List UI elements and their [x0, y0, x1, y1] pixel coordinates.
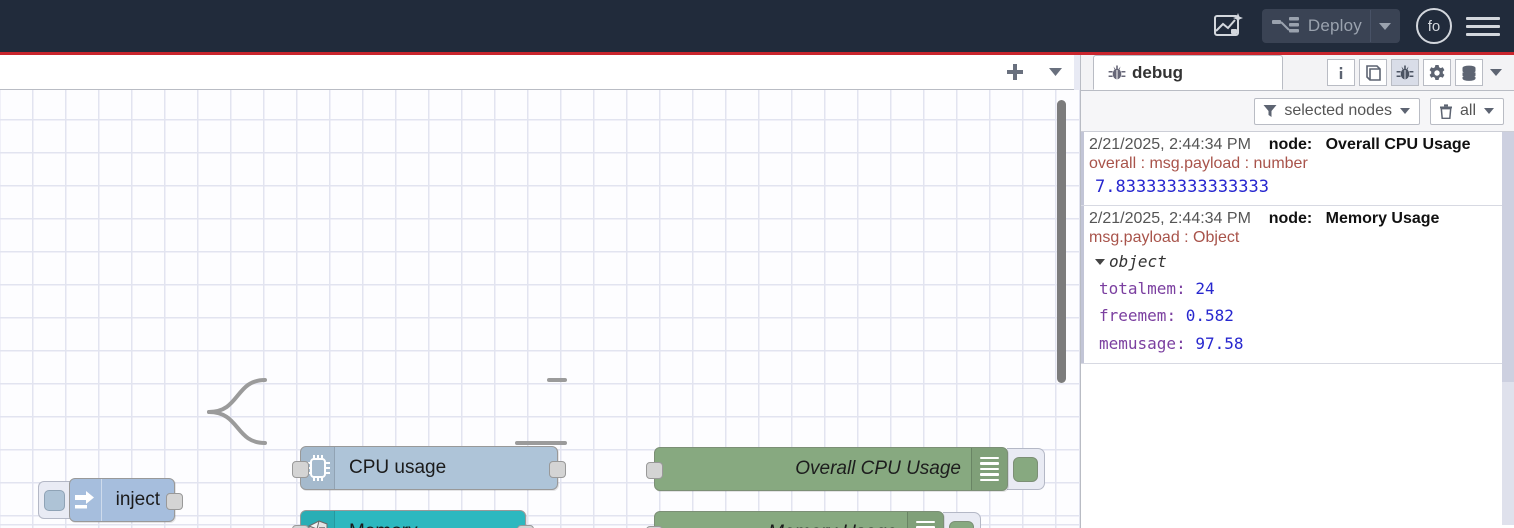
node-debug-overall-cpu-body[interactable]: Overall CPU Usage	[646, 447, 1008, 491]
hamburger-menu-icon[interactable]	[1466, 11, 1500, 41]
debug-message-node-name[interactable]: Overall CPU Usage	[1325, 136, 1471, 153]
node-memory-output-port[interactable]	[517, 525, 534, 528]
node-debug-overall-cpu-toggle-button[interactable]	[1007, 448, 1045, 490]
filter-chevron-down-icon	[1399, 108, 1410, 114]
node-memory-body[interactable]: Memory	[292, 510, 534, 528]
debug-message-timestamp: 2/21/2025, 2:44:34 PM	[1089, 210, 1251, 228]
inject-trigger-button[interactable]	[38, 481, 70, 519]
caret-down-icon[interactable]	[1095, 259, 1105, 266]
node-memory-label: Memory	[335, 521, 525, 528]
object-entry-key: memusage	[1099, 333, 1177, 353]
config-gear-icon[interactable]	[1423, 59, 1451, 86]
sidebar-tools-chevron-down-icon[interactable]	[1484, 59, 1508, 86]
node-debug-memory-label: Memory Usage	[655, 522, 907, 528]
node-memory[interactable]: Memory	[292, 510, 534, 528]
node-memory-input-port[interactable]	[292, 525, 309, 528]
node-inject-output-port[interactable]	[166, 493, 183, 510]
info-icon[interactable]	[1327, 59, 1355, 86]
object-entry-key: totalmem	[1099, 278, 1177, 298]
workspace-tabbar	[0, 55, 1080, 90]
debug-message-property: msg.payload : Object	[1089, 229, 1240, 247]
debug-message[interactable]: 2/21/2025, 2:44:34 PM node: Memory Usage…	[1081, 206, 1514, 365]
debug-vertical-scrollbar[interactable]	[1502, 132, 1514, 525]
debug-message-header: 2/21/2025, 2:44:34 PM node: Overall CPU …	[1089, 136, 1514, 154]
object-entry-value: 0.582	[1185, 306, 1234, 326]
funnel-icon	[1263, 105, 1277, 117]
node-debug-overall-cpu-input-port[interactable]	[646, 462, 663, 479]
debug-message-timestamp: 2/21/2025, 2:44:34 PM	[1089, 136, 1251, 153]
object-entry: memusage: 97.58	[1099, 333, 1244, 353]
sidebar-tool-buttons	[1324, 59, 1514, 90]
debug-message-property: overall : msg.payload : number	[1089, 155, 1308, 172]
node-inject[interactable]: inject	[38, 478, 183, 522]
debug-message-header: 2/21/2025, 2:44:34 PM node: Memory Usage	[1089, 210, 1514, 228]
deploy-icon	[1271, 17, 1299, 33]
debug-lines-icon	[971, 448, 1007, 490]
object-entry-value: 24	[1195, 278, 1215, 298]
debug-message-value: 7.833333333333333	[1095, 176, 1269, 197]
app-header: Deploy fo	[0, 0, 1514, 52]
node-debug-memory-body[interactable]: Memory Usage	[646, 511, 944, 528]
tab-debug[interactable]: debug	[1093, 55, 1283, 90]
object-label: object	[1109, 252, 1167, 272]
tab-debug-label: debug	[1132, 62, 1183, 82]
object-entry-value: 97.58	[1195, 333, 1244, 353]
filter-selected-nodes-label: selected nodes	[1284, 102, 1392, 119]
sidebar-header: debug	[1081, 55, 1514, 91]
debug-message-node-prefix: node:	[1268, 136, 1313, 153]
debug-message-node-prefix: node:	[1268, 210, 1313, 228]
plus-icon[interactable]	[998, 58, 1032, 86]
debug-scrollbar-thumb[interactable]	[1502, 132, 1514, 382]
node-cpu-usage-input-port[interactable]	[292, 461, 309, 478]
clear-messages-button[interactable]: all	[1429, 97, 1504, 125]
header-accent-rule	[0, 52, 1514, 55]
trash-icon	[1439, 103, 1452, 119]
sidebar: debug	[1080, 55, 1514, 528]
debug-message-node-name[interactable]: Memory Usage	[1325, 210, 1440, 228]
canvas-vertical-scrollbar[interactable]	[1057, 90, 1074, 528]
image-sparkle-icon[interactable]	[1208, 8, 1248, 44]
node-cpu-usage-label: CPU usage	[349, 457, 447, 478]
clear-messages-label: all	[1459, 102, 1476, 119]
flow-canvas[interactable]: inject	[0, 90, 1080, 528]
bug-icon	[1108, 65, 1126, 79]
node-cpu-usage-output-port[interactable]	[549, 461, 566, 478]
debug-bug-icon[interactable]	[1391, 59, 1419, 86]
debug-filter-bar: selected nodes all	[1081, 91, 1514, 132]
object-entry-key: freemem	[1099, 306, 1167, 326]
avatar-initials: fo	[1427, 17, 1441, 35]
help-book-icon[interactable]	[1359, 59, 1387, 86]
object-entry: freemem: 0.582	[1099, 306, 1234, 326]
object-entry: totalmem: 24	[1099, 278, 1215, 298]
canvas-scrollbar-thumb[interactable]	[1057, 100, 1066, 383]
debug-message-list[interactable]: 2/21/2025, 2:44:34 PM node: Overall CPU …	[1081, 132, 1514, 525]
node-cpu-usage[interactable]: CPU usage	[292, 446, 566, 490]
tab-menu-chevron-down-icon[interactable]	[1038, 58, 1072, 86]
deploy-chevron-down-icon[interactable]	[1370, 10, 1398, 42]
context-data-icon[interactable]	[1455, 59, 1483, 86]
deploy-label: Deploy	[1307, 16, 1362, 35]
node-debug-overall-cpu-label: Overall CPU Usage	[795, 458, 961, 479]
node-inject-body[interactable]: inject	[69, 478, 183, 522]
debug-message[interactable]: 2/21/2025, 2:44:34 PM node: Overall CPU …	[1081, 132, 1514, 207]
debug-lines-icon	[907, 512, 943, 528]
node-inject-label: inject	[115, 489, 160, 510]
node-debug-memory[interactable]: Memory Usage	[646, 511, 981, 528]
filter-selected-nodes-button[interactable]: selected nodes	[1254, 97, 1420, 125]
node-debug-overall-cpu[interactable]: Overall CPU Usage	[646, 447, 1045, 491]
object-expander[interactable]: object	[1089, 249, 1514, 275]
deploy-button[interactable]: Deploy	[1261, 9, 1400, 43]
arrow-right-icon	[70, 479, 102, 521]
node-cpu-usage-body[interactable]: CPU usage	[292, 446, 566, 490]
avatar[interactable]: fo	[1416, 8, 1452, 44]
node-debug-memory-toggle-button[interactable]	[943, 512, 981, 528]
clear-chevron-down-icon	[1484, 108, 1494, 114]
